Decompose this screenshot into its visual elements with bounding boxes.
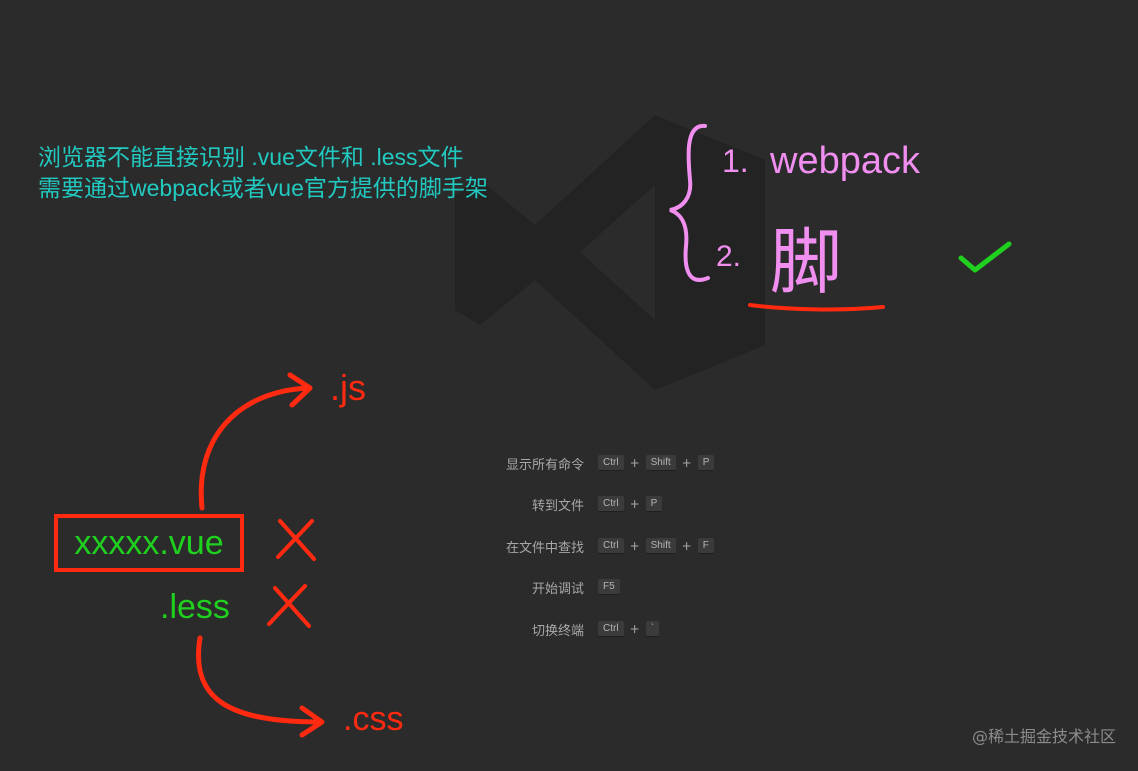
shortcut-start-debugging[interactable]: 开始调试 F5 bbox=[470, 576, 620, 598]
list-item-webpack: webpack bbox=[770, 140, 920, 182]
list-number-2: 2. bbox=[716, 240, 742, 273]
shortcut-label: 切换终端 bbox=[531, 623, 584, 639]
transform-arrows bbox=[196, 372, 325, 738]
css-label: .css bbox=[343, 700, 404, 738]
vscode-logo-icon bbox=[440, 100, 780, 400]
shortcut-label: 开始调试 bbox=[531, 581, 584, 597]
curly-brace-icon bbox=[669, 124, 710, 282]
shortcut-label: 显示所有命令 bbox=[505, 457, 584, 473]
note-line-1: 浏览器不能直接识别 .vue文件和 .less文件 bbox=[38, 144, 464, 170]
key: P bbox=[645, 496, 663, 512]
site-watermark: @稀土掘金技术社区 bbox=[971, 727, 1116, 746]
shortcut-label: 转到文件 bbox=[531, 498, 584, 514]
list-number-1: 1. bbox=[722, 143, 749, 179]
js-label: .js bbox=[330, 367, 366, 408]
cross-icon bbox=[267, 584, 311, 628]
less-label: .less bbox=[160, 588, 230, 626]
key: Ctrl bbox=[598, 538, 624, 554]
key: Shift bbox=[645, 538, 676, 554]
vue-file-box: xxxxx.vue bbox=[54, 514, 244, 572]
note-line-2: 需要通过webpack或者vue官方提供的脚手架 bbox=[38, 175, 488, 201]
shortcut-find-in-files[interactable]: 在文件中查找 Ctrl+ Shift+ F bbox=[470, 535, 714, 557]
key: Ctrl bbox=[598, 621, 624, 637]
key: ` bbox=[645, 621, 659, 637]
key: F bbox=[697, 538, 714, 554]
checkmark-icon bbox=[958, 241, 1012, 273]
explanation-note: 浏览器不能直接识别 .vue文件和 .less文件 需要通过webpack或者v… bbox=[38, 142, 488, 204]
shortcut-label: 在文件中查找 bbox=[505, 540, 584, 556]
shortcut-toggle-terminal[interactable]: 切换终端 Ctrl+ ` bbox=[470, 618, 659, 640]
key: Ctrl bbox=[598, 496, 624, 512]
red-underline bbox=[748, 303, 885, 312]
shortcut-go-to-file[interactable]: 转到文件 Ctrl+ P bbox=[470, 493, 663, 515]
key: P bbox=[697, 455, 715, 471]
list-item-scaffold: 脚 bbox=[770, 223, 843, 303]
cross-icon bbox=[276, 519, 316, 561]
key: Ctrl bbox=[598, 455, 624, 471]
shortcut-show-all-commands[interactable]: 显示所有命令 Ctrl+ Shift+ P bbox=[470, 452, 715, 474]
vue-file-label: xxxxx.vue bbox=[74, 523, 224, 562]
key: Shift bbox=[645, 455, 676, 471]
key: F5 bbox=[598, 579, 620, 595]
